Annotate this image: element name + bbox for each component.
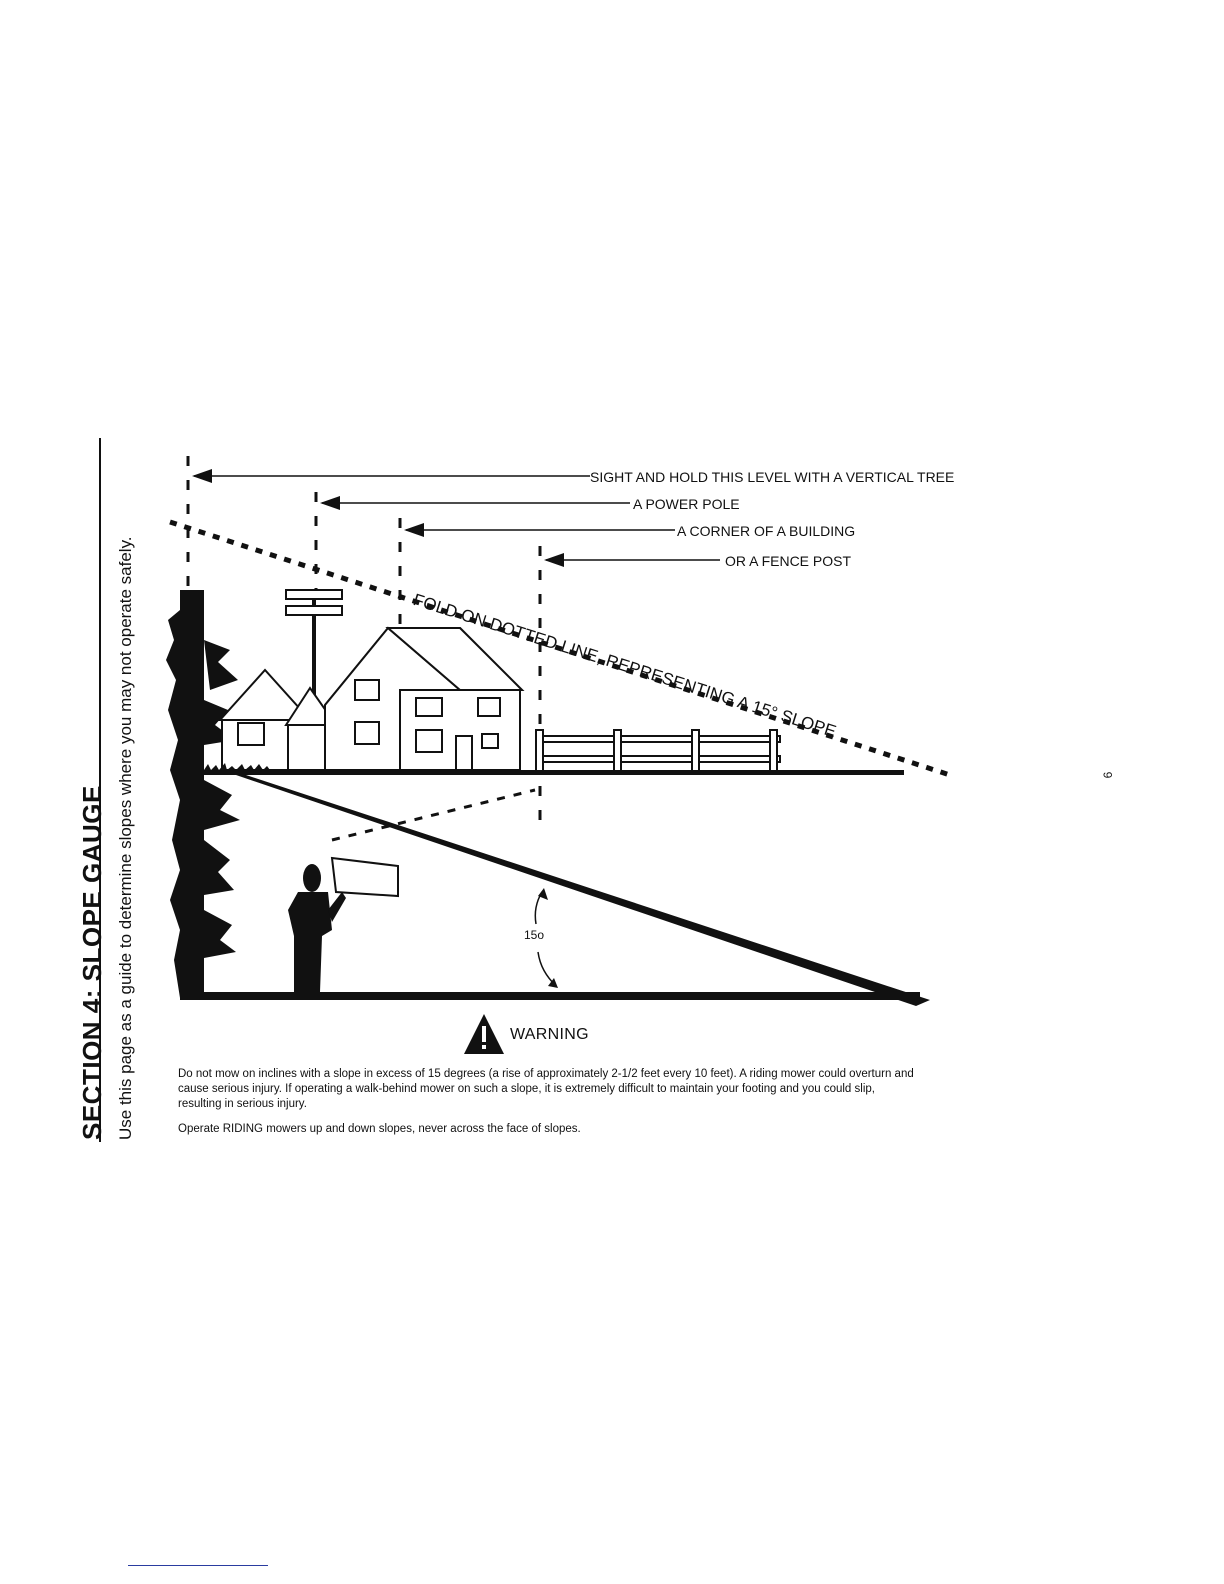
house-small <box>217 668 338 771</box>
angle-arrow-top <box>538 888 548 900</box>
slope-gauge-illustration <box>166 456 951 1006</box>
section-heading: SECTION 4: SLOPE GAUGE Use this page as … <box>75 420 147 1140</box>
vertical-rule <box>99 438 101 1142</box>
sight-dashed <box>331 788 536 842</box>
building-arrow-head <box>404 523 424 537</box>
gauge-card <box>330 856 399 898</box>
pole-arrow-head <box>320 496 340 510</box>
person-silhouette <box>288 864 346 992</box>
footer-rule <box>128 1565 268 1566</box>
label-power-pole: A POWER POLE <box>633 496 740 512</box>
tree-silhouette <box>166 590 240 998</box>
house-large <box>324 626 525 771</box>
warning-heading: WARNING <box>510 1026 589 1043</box>
section-title: SECTION 4: SLOPE GAUGE <box>77 785 107 1140</box>
fence-arrow-head <box>544 553 564 567</box>
warning-triangle-icon <box>464 1014 504 1054</box>
warning-paragraph: Do not mow on inclines with a slope in e… <box>178 1068 914 1110</box>
upper-ground <box>204 770 904 775</box>
warning-header: WARNING <box>462 1012 722 1060</box>
warning-body: Do not mow on inclines with a slope in e… <box>178 1067 918 1147</box>
label-building-corner: A CORNER OF A BUILDING <box>677 523 856 539</box>
slope-band <box>236 775 930 1006</box>
angle-arrow-bottom <box>548 978 558 988</box>
fold-line <box>169 519 951 778</box>
label-fence-post: OR A FENCE POST <box>725 553 852 569</box>
page-number: 6 <box>1101 771 1115 779</box>
warning-paragraph: Operate RIDING mowers up and down slopes… <box>178 1123 581 1135</box>
tree-arrow-head <box>192 469 212 483</box>
fence <box>535 729 781 773</box>
lower-ground <box>180 992 920 1000</box>
section-subtitle: Use this page as a guide to determine sl… <box>116 536 135 1140</box>
label-vertical-tree: SIGHT AND HOLD THIS LEVEL WITH A VERTICA… <box>590 469 955 485</box>
angle-label: 15o <box>524 928 545 942</box>
